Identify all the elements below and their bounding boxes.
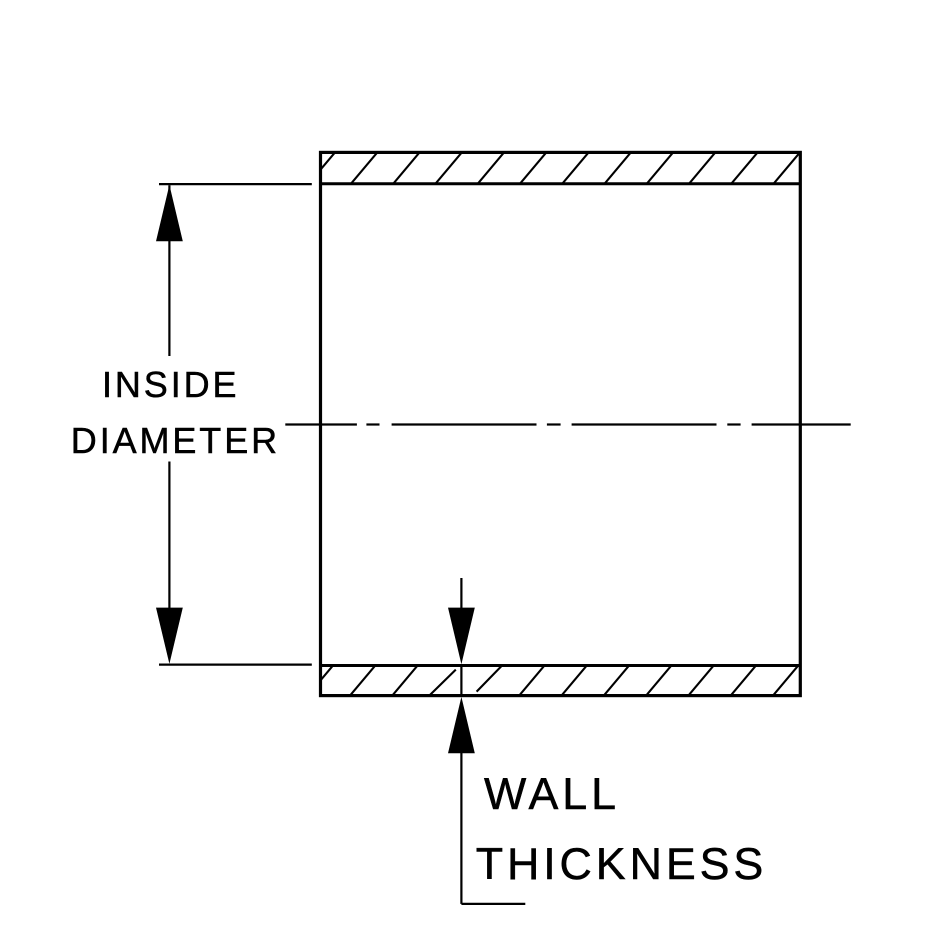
svg-text:THICKNESS: THICKNESS	[476, 839, 767, 889]
svg-text:INSIDE: INSIDE	[102, 364, 239, 405]
svg-text:WALL: WALL	[484, 769, 620, 819]
svg-text:DIAMETER: DIAMETER	[71, 420, 280, 461]
